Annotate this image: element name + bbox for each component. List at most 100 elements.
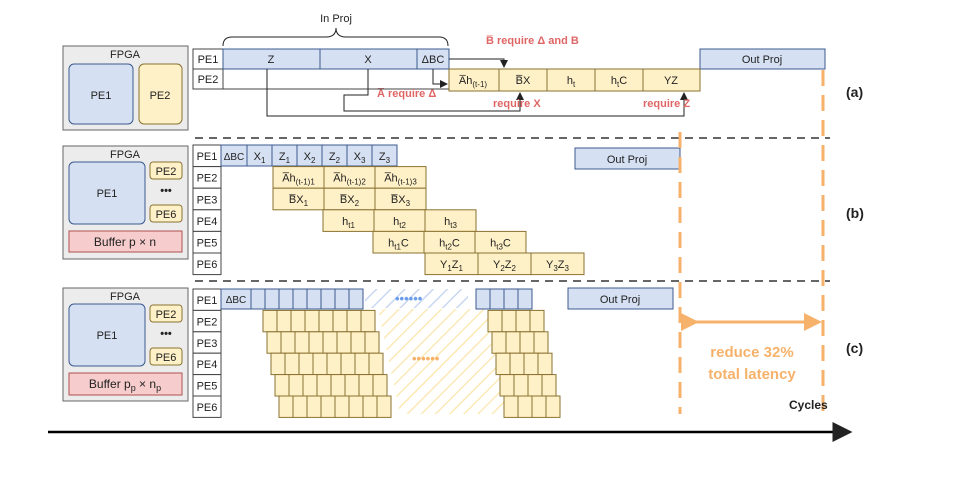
- c-pe6-right-block-0: [503, 395, 519, 418]
- row-label-c-pe1: PE1: [197, 295, 218, 307]
- annotation-a-require: A̅ require Δ: [377, 88, 436, 100]
- c-pe3-right-block-3: [533, 331, 549, 354]
- b-pe5-label-1: ht2C: [439, 237, 460, 251]
- b-pe6-label-0: Y1Z1: [440, 259, 464, 273]
- buffer-c-label: Buffer pp × np: [89, 377, 161, 393]
- c-pe2-left-block-0: [262, 309, 278, 333]
- fpga-c-pe1: PE1: [97, 330, 118, 342]
- c-pe6-left-block-5: [348, 395, 364, 418]
- b-pe1-label-4: X3: [354, 151, 366, 165]
- c-pe3-left-block-6: [350, 331, 366, 354]
- fpga-title-b: FPGA: [110, 149, 141, 161]
- c-pe3-left-block-0: [266, 331, 282, 354]
- b-pe2-label-1: A̅h(t-1)2: [333, 173, 366, 187]
- c-pe4-left-block-7: [368, 352, 384, 376]
- row-label-a-pe1: PE1: [198, 54, 219, 66]
- row-label-box-b-5: [192, 252, 222, 276]
- c-pe1-left-block-2: [278, 288, 294, 310]
- c-pe5-left-block-7: [372, 374, 388, 397]
- c-pe6-left-block-3: [320, 395, 336, 418]
- row-label-b-pe6: PE6: [197, 259, 218, 271]
- b-pe3-label-2: B̅X3: [390, 194, 410, 208]
- c-hatch-blue: [365, 289, 468, 308]
- c-pe1-right-block-1: [489, 288, 505, 310]
- c-block-out-proj: Out Proj: [600, 294, 640, 306]
- b-block-dbc: ΔBC: [224, 152, 245, 163]
- c-pe6-left-block-0: [278, 395, 294, 418]
- fpga-box-c: FPGA PE1 PE2 ••• PE6 Buffer pp × np: [62, 287, 189, 402]
- c-dots-blue: ••••••: [395, 291, 423, 306]
- b-pe1-block-5: [371, 144, 398, 167]
- c-pe3-right-block-1: [505, 331, 521, 354]
- c-pe1-right-block-0: [475, 288, 491, 310]
- c-pe5-right-block-3: [541, 374, 557, 397]
- panel-tag-a: (a): [846, 84, 863, 100]
- reduce-label-1: reduce 32%: [710, 344, 793, 361]
- fpga-b-pe6: PE6: [156, 209, 177, 221]
- row-label-a-pe2: PE2: [198, 74, 219, 86]
- b-pe1-label-0: X1: [254, 151, 266, 165]
- fpga-c-pe2: PE2: [156, 309, 177, 321]
- cycles-label: Cycles: [789, 398, 828, 412]
- c-pe5-left-block-5: [344, 374, 360, 397]
- c-dots-orange: ••••••: [412, 351, 440, 366]
- row-label-c-pe4: PE4: [197, 359, 218, 371]
- c-pe5-left-block-4: [330, 374, 346, 397]
- b-pe3-label-1: B̅X2: [339, 194, 359, 208]
- c-pe1-left-block-4: [306, 288, 322, 310]
- b-pe1-label-5: Z3: [379, 151, 391, 165]
- c-pe5-left-block-0: [274, 374, 290, 397]
- b-pe4-label-0: ht1: [342, 216, 355, 230]
- a-block-ah: A̅h(t-1): [459, 75, 488, 89]
- c-pe2-right-block-2: [515, 309, 531, 333]
- c-pe2-left-block-2: [290, 309, 306, 333]
- c-pe2-left-block-5: [332, 309, 348, 333]
- fpga-b-pe2: PE2: [156, 166, 177, 178]
- b-pe4-label-1: ht2: [393, 216, 406, 230]
- c-pe1-right-block-3: [517, 288, 533, 310]
- c-pe6-left-block-7: [376, 395, 392, 418]
- row-label-box-c-5: [192, 395, 222, 418]
- c-pe2-left-block-6: [346, 309, 362, 333]
- c-pe6-left-block-2: [306, 395, 322, 418]
- a-block-dbc: ΔBC: [422, 54, 445, 66]
- c-pe1-left-block-6: [334, 288, 350, 310]
- b-block-out-proj: Out Proj: [607, 154, 647, 166]
- annotation-b-require: B̅ require Δ and B: [486, 35, 579, 47]
- c-pe5-left-block-1: [288, 374, 304, 397]
- a-block-ht: ht: [567, 75, 576, 89]
- fpga-box-b: FPGA PE1 PE2 ••• PE6 Buffer p × n: [62, 145, 189, 260]
- c-pe1-right-block-2: [503, 288, 519, 310]
- row-label-b-pe1: PE1: [197, 151, 218, 163]
- c-pe5-right-block-1: [513, 374, 529, 397]
- c-pe1-left-block-7: [348, 288, 364, 310]
- c-pe4-right-block-3: [537, 352, 553, 376]
- panel-c: FPGA PE1 PE2 ••• PE6 Buffer pp × np PE1P…: [62, 287, 863, 418]
- c-pe5-left-block-3: [316, 374, 332, 397]
- c-pe4-right-block-1: [509, 352, 525, 376]
- a-block-htc: htC: [611, 75, 627, 89]
- a-block-x: X: [364, 54, 372, 66]
- in-proj-label: In Proj: [320, 13, 352, 25]
- c-pe1-left-block-3: [292, 288, 308, 310]
- c-pe3-left-block-2: [294, 331, 310, 354]
- c-pe2-right-block-1: [501, 309, 517, 333]
- panel-tag-b: (b): [846, 205, 864, 221]
- c-pe4-right-block-2: [523, 352, 539, 376]
- c-pe4-left-block-5: [340, 352, 356, 376]
- panel-b: FPGA PE1 PE2 ••• PE6 Buffer p × n PE1PE2…: [62, 144, 864, 276]
- fpga-a-pe2: PE2: [150, 90, 171, 102]
- fpga-c-pe6: PE6: [156, 352, 177, 364]
- c-pe4-left-block-4: [326, 352, 342, 376]
- c-pe2-left-block-7: [360, 309, 376, 333]
- buffer-b-label: Buffer p × n: [94, 235, 156, 249]
- panel-a: FPGA PE1 PE2 PE1 PE2 In Proj Z X ΔBC Out…: [62, 13, 863, 131]
- c-pe6-left-block-6: [362, 395, 378, 418]
- row-label-c-pe2: PE2: [197, 316, 218, 328]
- b-pe6-label-2: Y3Z3: [546, 259, 570, 273]
- c-pe6-left-block-4: [334, 395, 350, 418]
- fpga-title-c: FPGA: [110, 291, 141, 303]
- c-pe4-right-block-0: [495, 352, 511, 376]
- c-pe6-right-block-2: [531, 395, 547, 418]
- b-pe3-label-0: B̅X1: [288, 194, 308, 208]
